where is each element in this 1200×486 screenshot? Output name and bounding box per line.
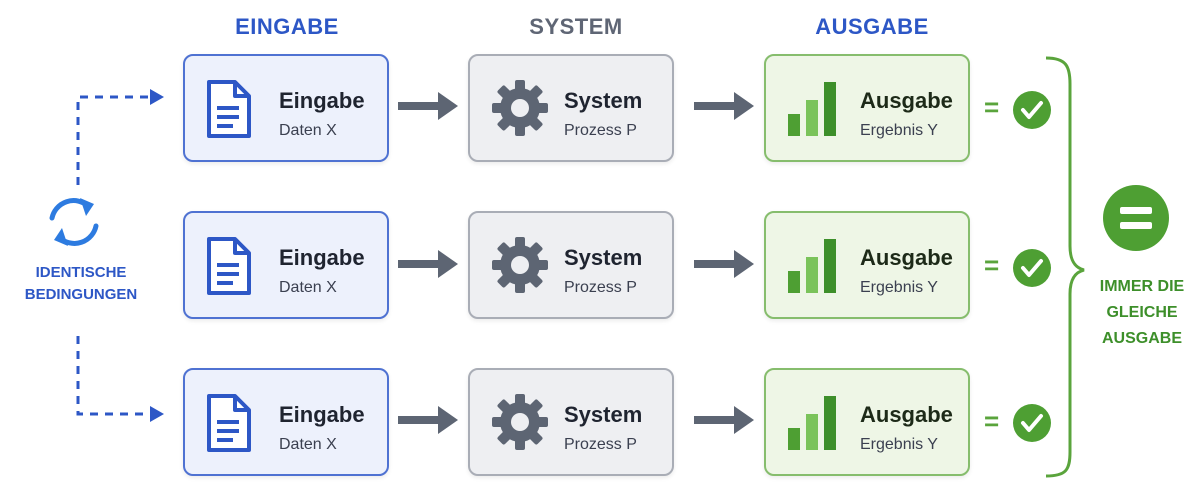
output-subtitle: Ergebnis Y: [860, 436, 938, 453]
always-same-output-label: IMMER DIE GLEICHE AUSGABE: [1088, 274, 1196, 352]
document-icon: [207, 80, 251, 138]
left-label-line2: BEDINGUNGEN: [24, 286, 138, 303]
input-subtitle: Daten X: [279, 122, 337, 139]
output-subtitle: Ergebnis Y: [860, 279, 938, 296]
input-title: Eingabe: [279, 245, 365, 270]
check-circle-icon: [1013, 404, 1051, 442]
check-circle-icon: [1013, 91, 1051, 129]
dashed-connector-bottom: [76, 336, 150, 416]
input-subtitle: Daten X: [279, 279, 337, 296]
arrow-input-to-system-row2: [398, 250, 458, 278]
input-card-row1: Eingabe Daten X: [183, 54, 389, 162]
system-title: System: [564, 245, 643, 270]
arrow-system-to-output-row2: [694, 250, 754, 278]
right-brace: [1045, 56, 1085, 478]
header-input: EINGABE: [235, 14, 339, 39]
input-card-row3: Eingabe Daten X: [183, 368, 389, 476]
input-title: Eingabe: [279, 88, 365, 113]
refresh-cycle-icon: [49, 198, 99, 246]
arrow-system-to-output-row3: [694, 406, 754, 434]
dashed-connector-top: [76, 95, 150, 185]
header-system: SYSTEM: [529, 14, 623, 39]
output-title: Ausgabe: [860, 88, 953, 113]
input-title: Eingabe: [279, 402, 365, 427]
system-card-row3: System Prozess P: [468, 368, 674, 476]
equals-circle-icon: [1103, 185, 1169, 251]
equals-sign-row3: =: [984, 406, 1000, 436]
output-card-row2: Ausgabe Ergebnis Y: [764, 211, 970, 319]
output-title: Ausgabe: [860, 245, 953, 270]
output-title: Ausgabe: [860, 402, 953, 427]
gear-icon: [492, 394, 548, 450]
system-title: System: [564, 88, 643, 113]
equals-sign-row2: =: [984, 250, 1000, 280]
input-card-row2: Eingabe Daten X: [183, 211, 389, 319]
header-output: AUSGABE: [815, 14, 929, 39]
system-card-row1: System Prozess P: [468, 54, 674, 162]
document-icon: [207, 394, 251, 452]
right-label-line3: AUSGABE: [1101, 330, 1182, 347]
bar-chart-icon: [788, 239, 836, 293]
system-subtitle: Prozess P: [564, 122, 637, 139]
bar-chart-icon: [788, 396, 836, 450]
document-icon: [207, 237, 251, 295]
dashed-arrowhead-bottom: [150, 406, 164, 422]
check-circle-icon: [1013, 249, 1051, 287]
gear-icon: [492, 237, 548, 293]
system-subtitle: Prozess P: [564, 279, 637, 296]
input-subtitle: Daten X: [279, 436, 337, 453]
arrow-system-to-output-row1: [694, 92, 754, 120]
bar-chart-icon: [788, 82, 836, 136]
output-card-row1: Ausgabe Ergebnis Y: [764, 54, 970, 162]
output-subtitle: Ergebnis Y: [860, 122, 938, 139]
equals-sign-row1: =: [984, 92, 1000, 122]
gear-icon: [492, 80, 548, 136]
right-label-line1: IMMER DIE: [1099, 278, 1185, 295]
dashed-arrowhead-top: [150, 89, 164, 105]
left-label-line1: IDENTISCHE: [35, 264, 127, 281]
arrow-input-to-system-row1: [398, 92, 458, 120]
output-card-row3: Ausgabe Ergebnis Y: [764, 368, 970, 476]
right-label-line2: GLEICHE: [1106, 304, 1178, 321]
identical-conditions-label: IDENTISCHE BEDINGUNGEN: [16, 262, 146, 306]
system-subtitle: Prozess P: [564, 436, 637, 453]
arrow-input-to-system-row3: [398, 406, 458, 434]
system-card-row2: System Prozess P: [468, 211, 674, 319]
system-title: System: [564, 402, 643, 427]
